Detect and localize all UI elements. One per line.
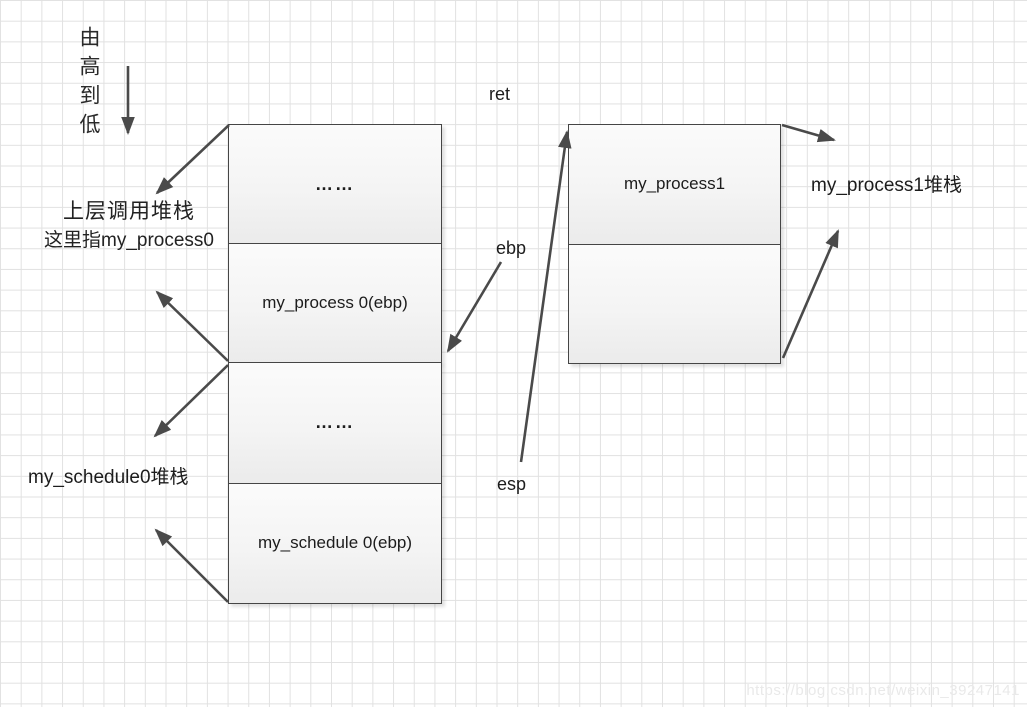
process1-stack-box: my_process1 xyxy=(568,124,781,364)
schedule0-bottom-arrow xyxy=(154,528,229,603)
ebp-label: ebp xyxy=(496,238,527,258)
process0-stack-ellipsis-cell: …… xyxy=(229,125,441,243)
caller-stack-annotation-line2: 这里指my_process0 xyxy=(44,230,214,251)
schedule0-stack-box: …… my_schedule 0(ebp) xyxy=(228,362,442,604)
csdn-watermark: https://blog.csdn.net/weixin_39247141 xyxy=(746,682,1020,699)
caller-stack-annotation-line1: 上层调用堆栈 xyxy=(63,199,195,223)
ret-label: ret xyxy=(489,84,511,104)
process1-stack-empty-cell xyxy=(569,243,780,363)
schedule0-stack-label: my_schedule0堆栈 xyxy=(28,467,189,488)
ebp-arrow xyxy=(446,261,503,353)
process0-stack-ebp-cell: my_process 0(ebp) xyxy=(229,243,441,362)
schedule0-stack-ebp-cell: my_schedule 0(ebp) xyxy=(229,482,441,603)
caller-stack-annotation: 上层调用堆栈 这里指my_process0 xyxy=(22,199,236,251)
process1-top-arrow xyxy=(781,123,836,143)
caller-stack-arrow xyxy=(155,124,230,195)
esp-label: esp xyxy=(497,474,527,494)
schedule0-stack-ellipsis-cell: …… xyxy=(229,363,441,483)
process1-bottom-arrow xyxy=(781,229,840,359)
esp-arrow xyxy=(519,130,572,463)
junction-down-arrow xyxy=(153,364,229,438)
process1-stack-label: my_process1堆栈 xyxy=(811,175,962,196)
process1-stack-title-cell: my_process1 xyxy=(569,125,780,244)
process0-stack-box: …… my_process 0(ebp) xyxy=(228,124,442,363)
address-direction-note: 由高到低 xyxy=(77,26,101,142)
junction-up-arrow xyxy=(155,290,229,362)
